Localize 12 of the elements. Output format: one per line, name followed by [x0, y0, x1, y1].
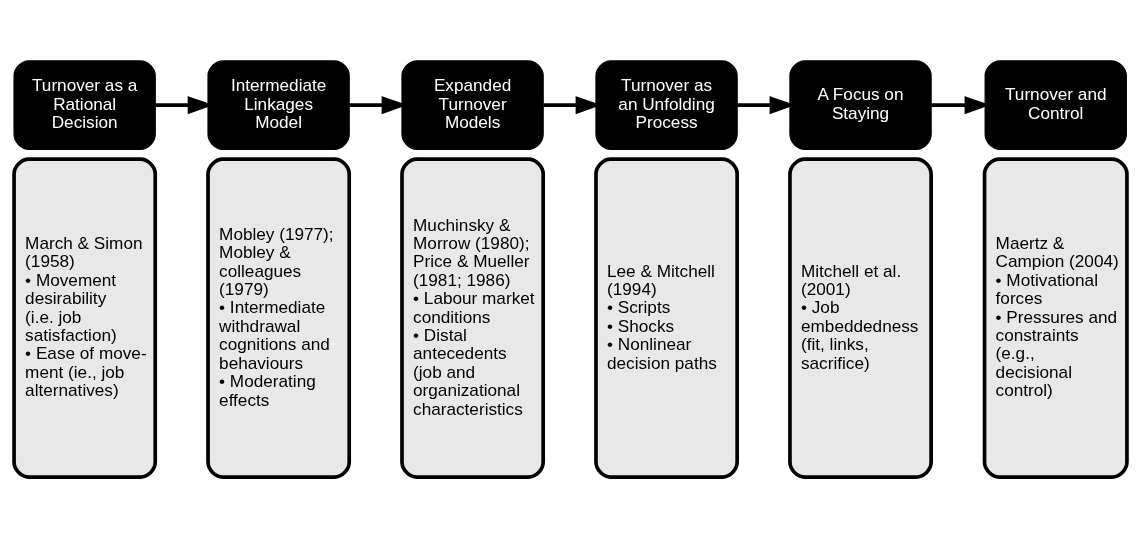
node-box: A Focus on Staying — [789, 59, 932, 150]
node-box: Turnover and Control — [984, 59, 1127, 150]
node-box: March & Simon (1958) • Movement desirability (i.e. job satisfaction) • Ease of move- ment (ie., job alternatives) — [12, 156, 158, 479]
node-box: Maertz & Campion (2004) • Motivational forces • Pressures and constraints (e.g., decisional control) — [982, 156, 1129, 479]
node-box: Turnover as a Rational Decision — [13, 59, 156, 150]
node-box: Lee & Mitchell (1994) • Scripts • Shocks • Nonlinear decision paths — [594, 156, 739, 479]
node-box: Expanded Turnover Models — [401, 59, 544, 150]
node-box: Muchinsky & Morrow (1980); Price & Mueller (1981; 1986) • Labour market conditions • Distal antecedents (job and organizational characteristics — [400, 156, 545, 479]
node-box: Intermediate Linkages Model — [207, 59, 350, 150]
node-box: Mitchell et al. (2001) • Job embeddedness (fit, links, sacrifice) — [788, 156, 933, 479]
node-box: Mobley (1977); Mobley & colleagues (1979) • Intermediate withdrawal cognitions and behaviours • Moderating effects — [206, 156, 352, 479]
node-box: Turnover as an Unfolding Process — [595, 59, 738, 150]
